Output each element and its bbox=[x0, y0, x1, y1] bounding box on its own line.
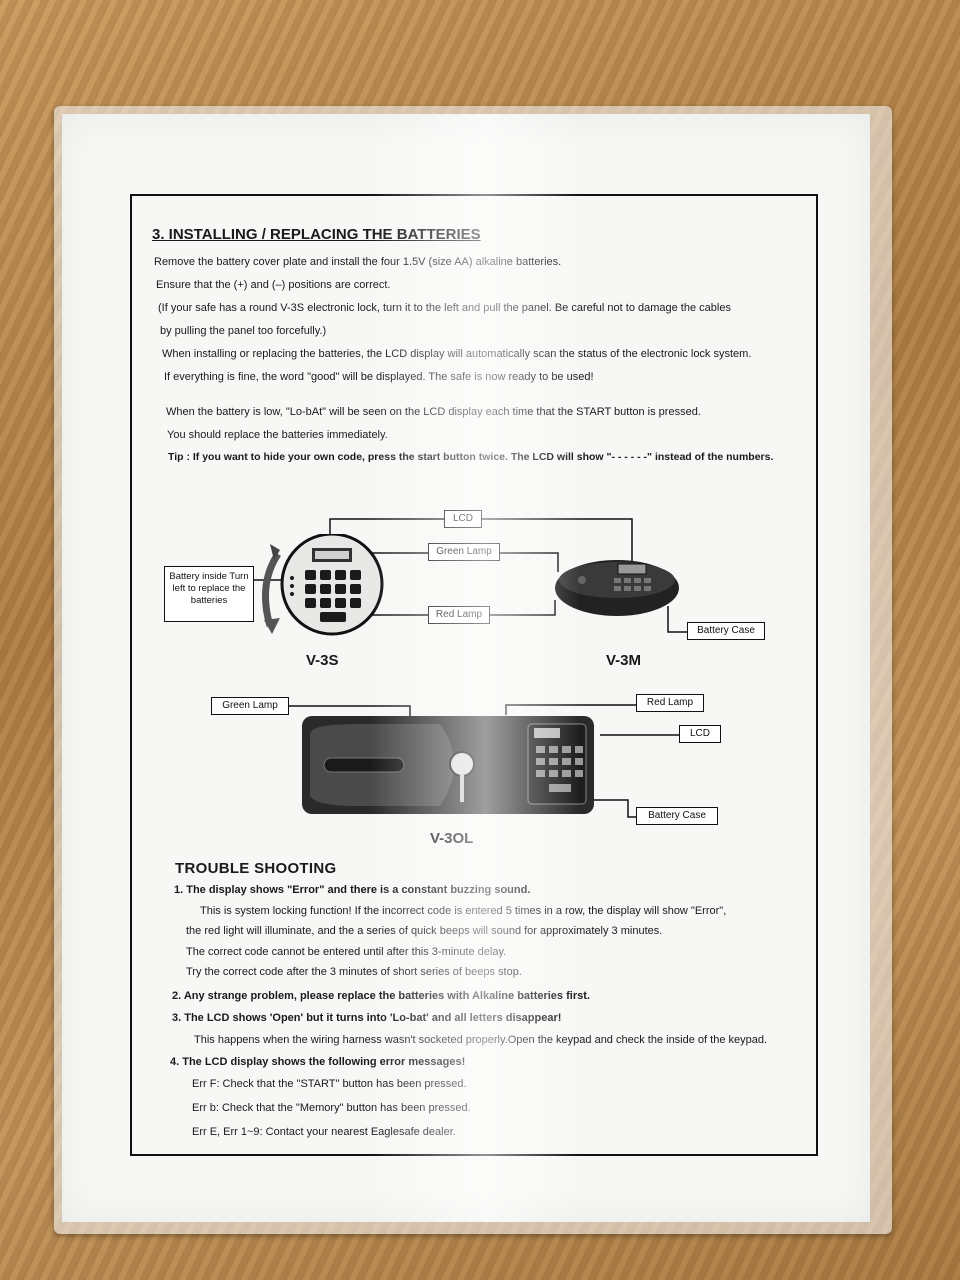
troubleshooting-title: TROUBLE SHOOTING bbox=[175, 860, 337, 877]
v3ol-lock-illustration bbox=[302, 716, 594, 814]
trouble-item-line: This is system locking function! If the … bbox=[200, 905, 727, 917]
trouble-item-line: Try the correct code after the 3 minutes… bbox=[186, 966, 522, 978]
lcd-label: LCD bbox=[679, 725, 721, 743]
error-code-line: Err E, Err 1~9: Contact your nearest Eag… bbox=[192, 1126, 456, 1138]
trouble-item-heading: 3. The LCD shows 'Open' but it turns int… bbox=[172, 1012, 562, 1024]
green-lamp-label: Green Lamp bbox=[211, 697, 289, 715]
red-lamp-label: Red Lamp bbox=[428, 606, 490, 624]
trouble-item-line: This happens when the wiring harness was… bbox=[194, 1034, 768, 1046]
battery-case-label: Battery Case bbox=[687, 622, 765, 640]
trouble-item-heading: 4. The LCD display shows the following e… bbox=[170, 1056, 466, 1068]
error-code-line: Err b: Check that the "Memory" button ha… bbox=[192, 1102, 471, 1114]
model-v3ol-label: V-3OL bbox=[430, 830, 474, 847]
battery-case-label: Battery Case bbox=[636, 807, 718, 825]
green-lamp-label: Green Lamp bbox=[428, 543, 500, 561]
instruction-line: by pulling the panel too forcefully.) bbox=[160, 325, 327, 337]
v3m-lock-illustration bbox=[555, 560, 679, 616]
instruction-line: You should replace the batteries immedia… bbox=[167, 429, 388, 441]
trouble-item-line: The correct code cannot be entered until… bbox=[186, 946, 507, 958]
battery-inside-label: Battery inside Turn left to replace the … bbox=[164, 566, 254, 622]
instruction-line: Ensure that the (+) and (–) positions ar… bbox=[156, 279, 391, 291]
lcd-label: LCD bbox=[444, 510, 482, 528]
model-v3s-label: V-3S bbox=[306, 652, 339, 669]
trouble-item-line: the red light will illuminate, and the a… bbox=[186, 925, 663, 937]
v3s-lock-illustration bbox=[262, 534, 384, 636]
trouble-item-heading: 2. Any strange problem, please replace t… bbox=[172, 990, 590, 1002]
trouble-item-heading: 1. The display shows "Error" and there i… bbox=[174, 884, 531, 896]
error-code-line: Err F: Check that the "START" button has… bbox=[192, 1078, 467, 1090]
red-lamp-label: Red Lamp bbox=[636, 694, 704, 712]
model-v3m-label: V-3M bbox=[606, 652, 642, 669]
